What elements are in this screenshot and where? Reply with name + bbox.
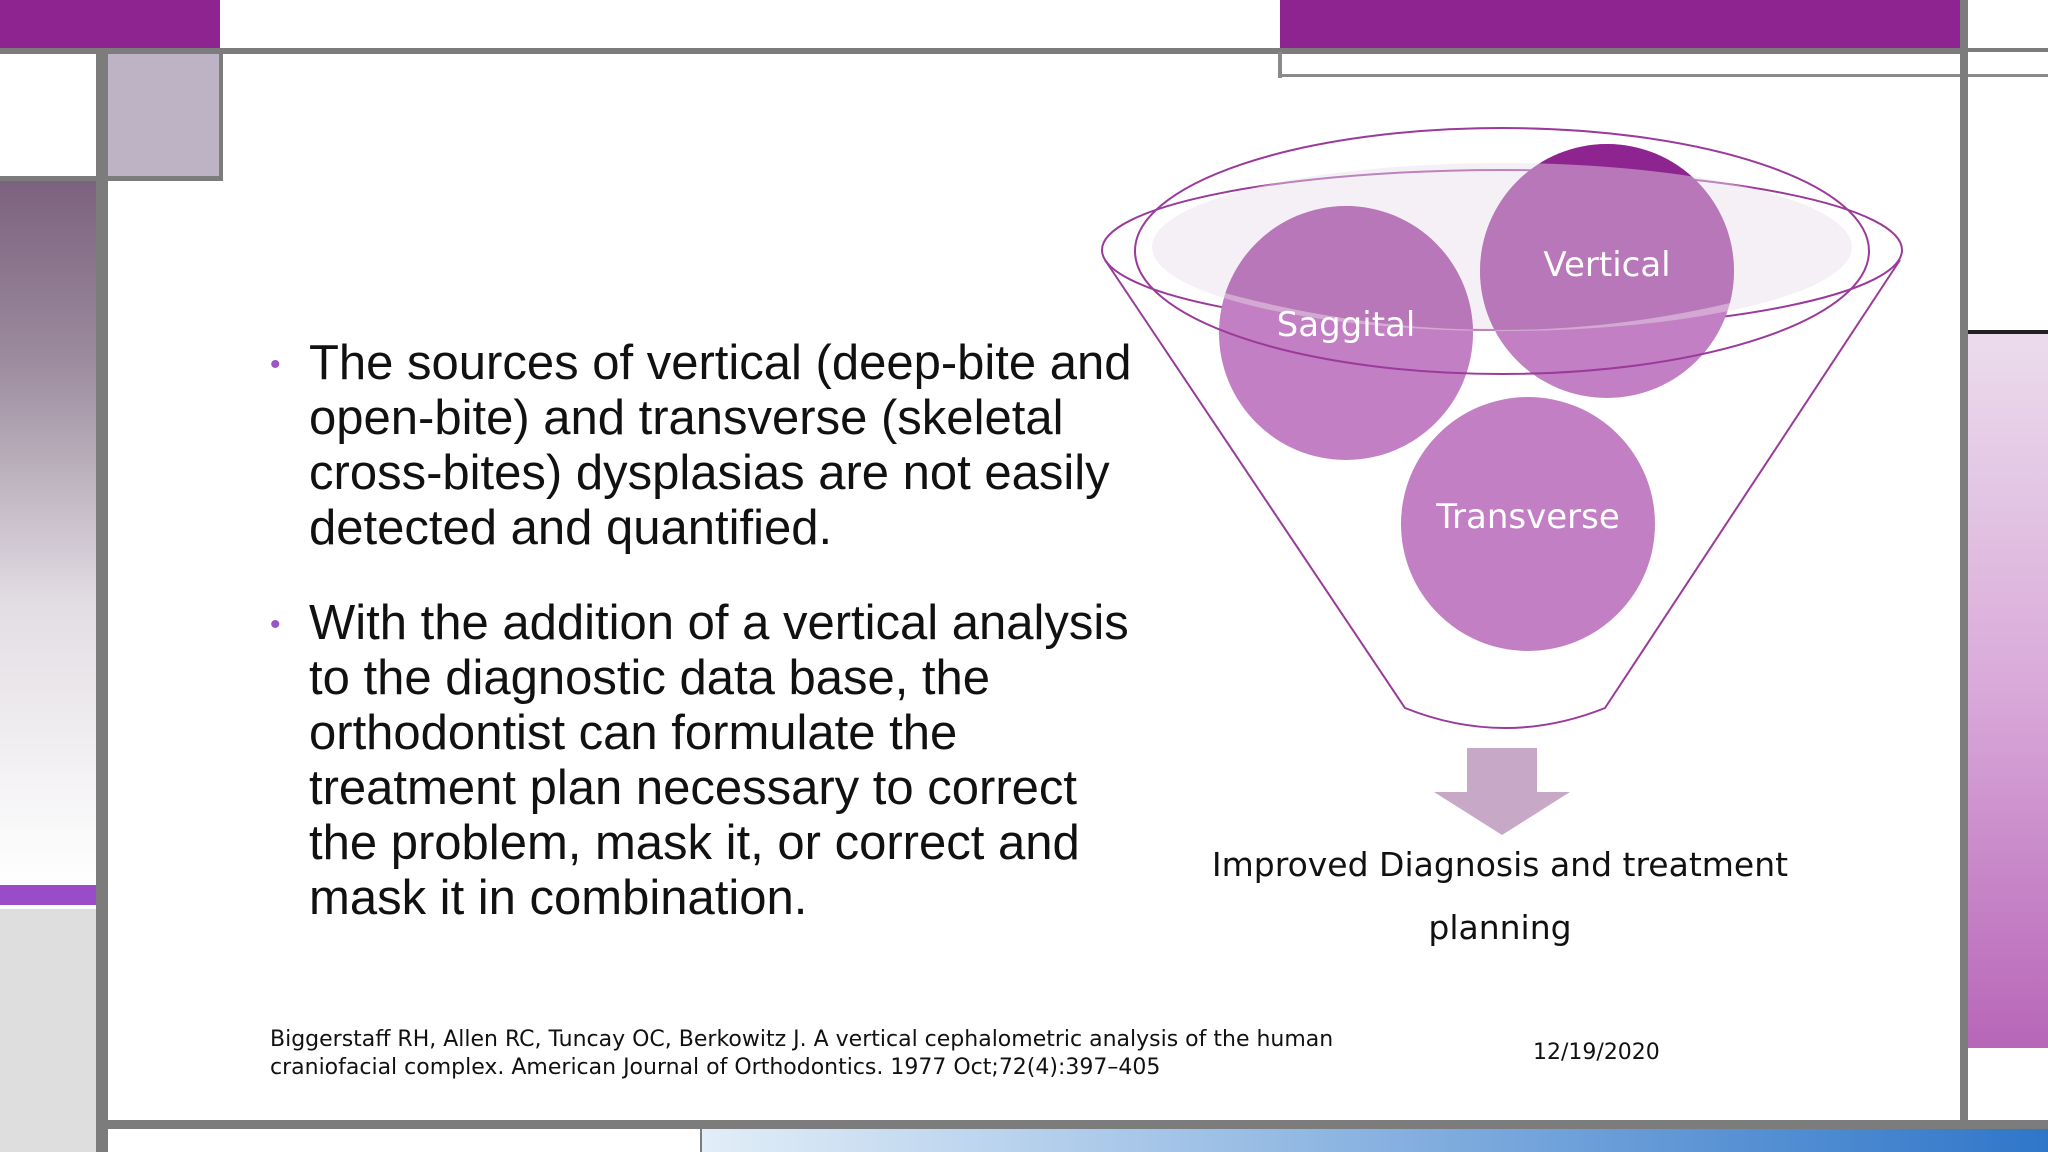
top-right-thin-box	[1278, 52, 1282, 78]
left-purple-stripe	[0, 885, 100, 905]
right-gradient-panel	[1968, 334, 2048, 1048]
top-frame-line	[0, 48, 1960, 54]
funnel-body	[1104, 259, 1901, 729]
top-right-accent-bar	[1280, 0, 1960, 48]
bullet-item: • With the addition of a vertical analys…	[270, 596, 1150, 926]
bottom-blue-gradient-edge	[700, 1129, 702, 1152]
gray-square-bottom-edge	[0, 176, 223, 181]
left-gradient-panel	[0, 181, 96, 885]
circle-label-transverse: Transverse	[1435, 497, 1620, 537]
top-right-thin-box-bottom	[1278, 74, 2048, 77]
top-left-gray-square	[108, 54, 220, 178]
slide-date: 12/19/2020	[1533, 1040, 1660, 1065]
bullet-marker: •	[270, 348, 281, 381]
right-top-frame-line	[1960, 48, 2048, 52]
right-frame-line	[1960, 0, 1968, 1128]
citation-text: Biggerstaff RH, Allen RC, Tuncay OC, Ber…	[270, 1027, 1334, 1080]
gray-square-right-edge	[219, 54, 223, 181]
bullet-item: • The sources of vertical (deep-bite and…	[270, 336, 1150, 556]
bottom-frame-line	[96, 1120, 2048, 1129]
down-arrow-icon	[1434, 748, 1570, 835]
left-bottom-gray-panel	[0, 909, 96, 1152]
circle-label-vertical: Vertical	[1543, 245, 1670, 285]
top-left-accent-bar	[0, 0, 220, 48]
bullet-marker: •	[270, 608, 281, 641]
bullet-text: The sources of vertical (deep-bite and o…	[309, 336, 1132, 555]
bullet-list: • The sources of vertical (deep-bite and…	[270, 336, 1150, 966]
right-black-line	[1968, 330, 2048, 334]
circle-label-saggital: Saggital	[1277, 305, 1416, 345]
left-frame-line	[96, 54, 108, 1152]
bottom-blue-gradient	[700, 1129, 2048, 1152]
funnel-diagram: Saggital Vertical Transverse	[1101, 127, 1903, 835]
funnel-rim-fill	[1152, 163, 1852, 331]
bullet-text: With the addition of a vertical analysis…	[309, 596, 1129, 925]
circle-transverse	[1401, 397, 1655, 651]
funnel-rim-inner	[1134, 127, 1870, 375]
funnel-result-text: Improved Diagnosis and treatment plannin…	[1211, 845, 1789, 947]
